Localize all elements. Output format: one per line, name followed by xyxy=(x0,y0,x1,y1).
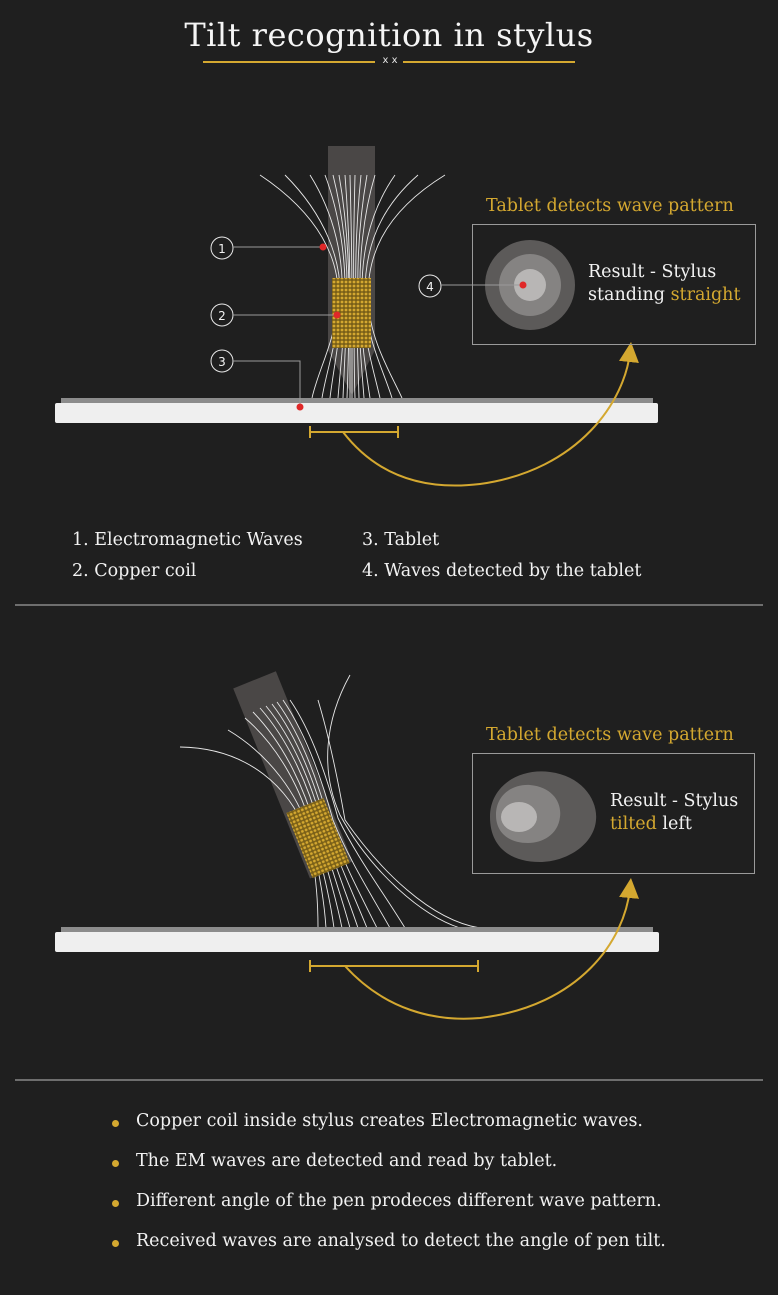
straight-stylus-diagram: 1 2 3 4 xyxy=(55,146,658,487)
summary-list: Copper coil inside stylus creates Electr… xyxy=(112,1111,666,1271)
title-rule-left xyxy=(203,61,375,63)
callout-3-label: 3 xyxy=(218,355,226,369)
summary-item: Different angle of the pen prodeces diff… xyxy=(112,1191,666,1231)
tilted-stylus-diagram xyxy=(55,671,659,1020)
summary-item: Copper coil inside stylus creates Electr… xyxy=(112,1111,666,1151)
wave-pattern-straight xyxy=(485,240,575,330)
straight-result-highlight: straight xyxy=(670,285,741,305)
callout-1-label: 1 xyxy=(218,242,226,256)
tablet-tilted xyxy=(55,927,659,952)
em-waves-tilted xyxy=(179,674,481,929)
section-divider-2 xyxy=(15,1079,763,1081)
title-rule-right xyxy=(403,61,575,63)
straight-panel-heading: Tablet detects wave pattern xyxy=(486,196,734,216)
summary-item: The EM waves are detected and read by ta… xyxy=(112,1151,666,1191)
callout-4: 4 xyxy=(418,274,527,298)
summary-item: Received waves are analysed to detect th… xyxy=(112,1231,666,1271)
wave-pattern-tilted xyxy=(490,771,597,862)
arrow-to-result-straight xyxy=(342,342,639,487)
detection-bracket-straight xyxy=(309,426,399,438)
callout-2-label: 2 xyxy=(218,309,226,323)
straight-result-line2: standing straight xyxy=(588,284,740,307)
tilted-result-line2: tilted left xyxy=(610,813,738,836)
legend-item-3: 3. Tablet xyxy=(362,530,440,550)
title-ornament: x x xyxy=(382,55,398,66)
tilted-panel-heading: Tablet detects wave pattern xyxy=(486,725,734,745)
copper-coil-tilted xyxy=(286,798,350,878)
summary-item-text: Received waves are analysed to detect th… xyxy=(136,1231,666,1251)
tilted-result-highlight: tilted xyxy=(610,814,657,834)
straight-result-line1: Result - Stylus xyxy=(588,262,717,282)
bullet-dot-icon xyxy=(112,1200,119,1207)
callout-2: 2 xyxy=(210,303,341,327)
bullet-dot-icon xyxy=(112,1240,119,1247)
tilted-result-word: left xyxy=(656,814,692,834)
callout-4-label: 4 xyxy=(426,280,434,294)
arrow-to-result-tilted xyxy=(344,878,639,1020)
tilted-result-text: Result - Stylus tilted left xyxy=(610,790,738,836)
callout-3: 3 xyxy=(210,349,304,411)
summary-item-text: Copper coil inside stylus creates Electr… xyxy=(136,1111,643,1131)
bullet-dot-icon xyxy=(112,1160,119,1167)
summary-item-text: Different angle of the pen prodeces diff… xyxy=(136,1191,662,1211)
straight-result-box xyxy=(472,224,756,345)
legend-item-2: 2. Copper coil xyxy=(72,561,197,581)
legend-item-1: 1. Electromagnetic Waves xyxy=(72,530,303,550)
tilted-result-line1: Result - Stylus xyxy=(610,791,739,811)
bullet-dot-icon xyxy=(112,1120,119,1127)
tablet-straight xyxy=(55,398,658,423)
legend-item-4: 4. Waves detected by the tablet xyxy=(362,561,642,581)
callout-1: 1 xyxy=(210,236,327,260)
section-divider-1 xyxy=(15,604,763,606)
summary-item-text: The EM waves are detected and read by ta… xyxy=(136,1151,558,1171)
straight-result-text: Result - Stylus standing straight xyxy=(588,261,740,307)
detection-bracket-tilted xyxy=(309,960,479,972)
page-title: Tilt recognition in stylus xyxy=(184,16,594,54)
straight-result-word: standing xyxy=(588,285,671,305)
tilted-result-box xyxy=(472,753,755,874)
